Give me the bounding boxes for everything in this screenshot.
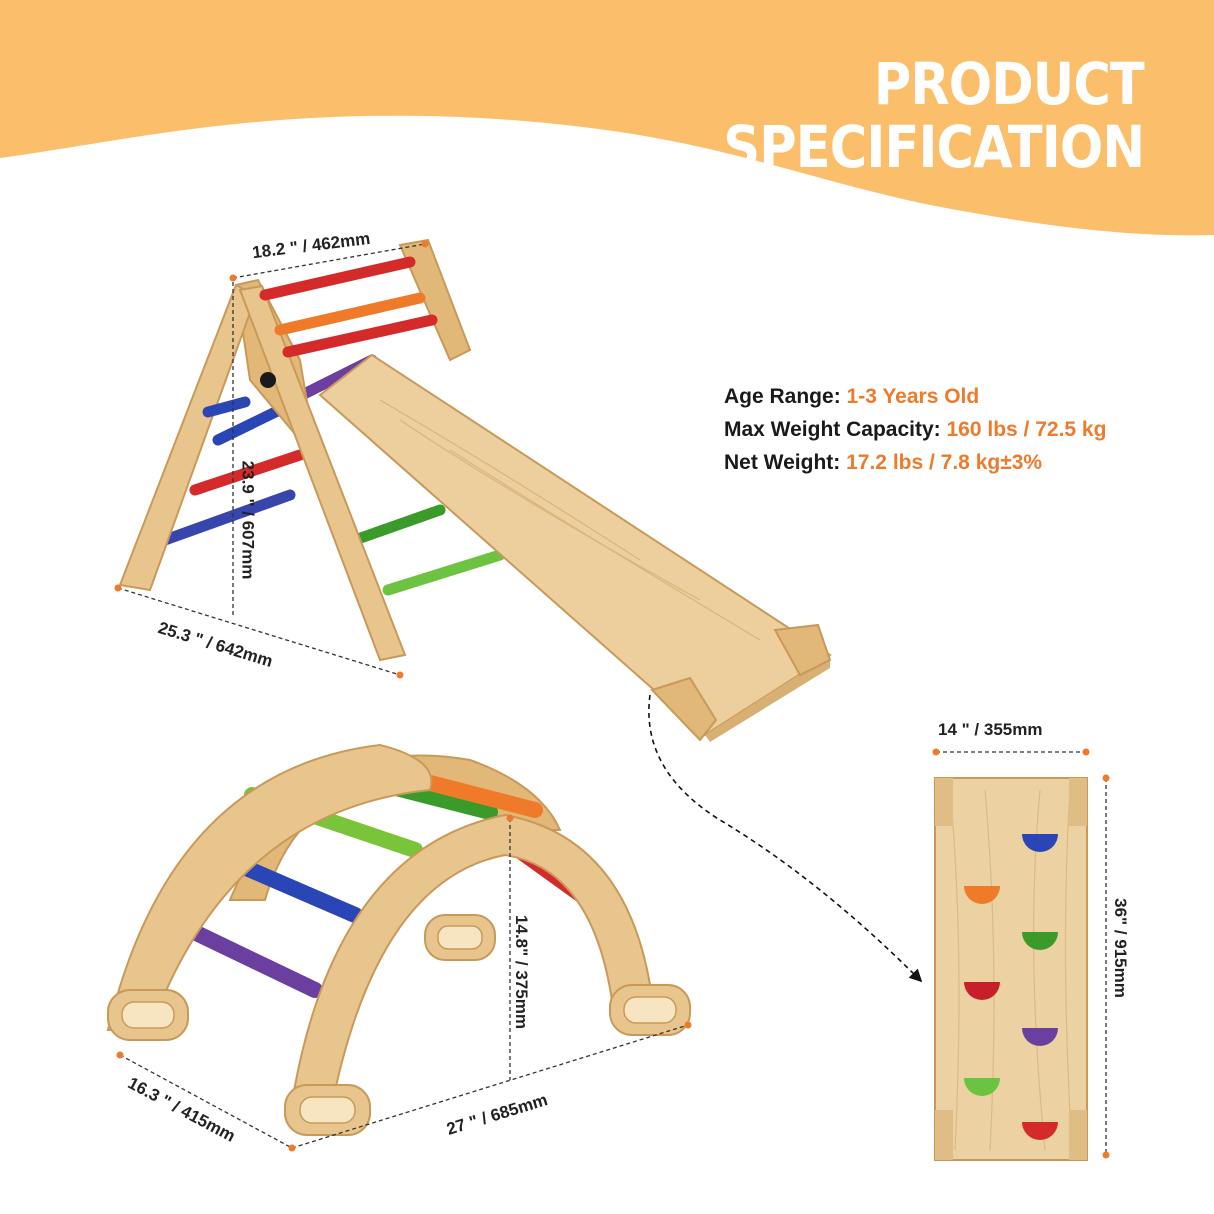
spec-net-weight: Net Weight: 17.2 lbs / 7.8 kg±3% <box>724 451 1043 474</box>
dim-triangle-height: 23.9 " / 607mm <box>238 460 258 580</box>
spec-value: 1-3 Years Old <box>846 385 980 408</box>
banner-wave <box>0 0 1214 236</box>
arrow-connector <box>648 694 923 983</box>
title-line-1: PRODUCT <box>873 50 1145 118</box>
dim-ramp-length: 36" / 915mm <box>1110 898 1130 998</box>
triangle-climber <box>114 238 832 742</box>
dim-arch-height: 14.8" / 375mm <box>511 915 531 1029</box>
arch-climber <box>106 743 692 1152</box>
title-line-2: SPECIFICATION <box>723 113 1145 181</box>
spec-label: Max Weight Capacity <box>724 418 934 441</box>
spec-list: Age Range: 1-3 Years Old Max Weight Capa… <box>724 380 1106 479</box>
spec-value: 17.2 lbs / 7.8 kg±3% <box>846 451 1043 474</box>
spec-label: Net Weight <box>724 451 834 474</box>
spec-label: Age Range <box>724 385 834 408</box>
dim-ramp-width: 14 " / 355mm <box>938 720 1043 739</box>
spec-max-weight: Max Weight Capacity: 160 lbs / 72.5 kg <box>724 418 1107 441</box>
ramp-climbing-side <box>932 748 1110 1161</box>
spec-age: Age Range: 1-3 Years Old <box>724 385 980 408</box>
spec-value: 160 lbs / 72.5 kg <box>946 418 1107 441</box>
